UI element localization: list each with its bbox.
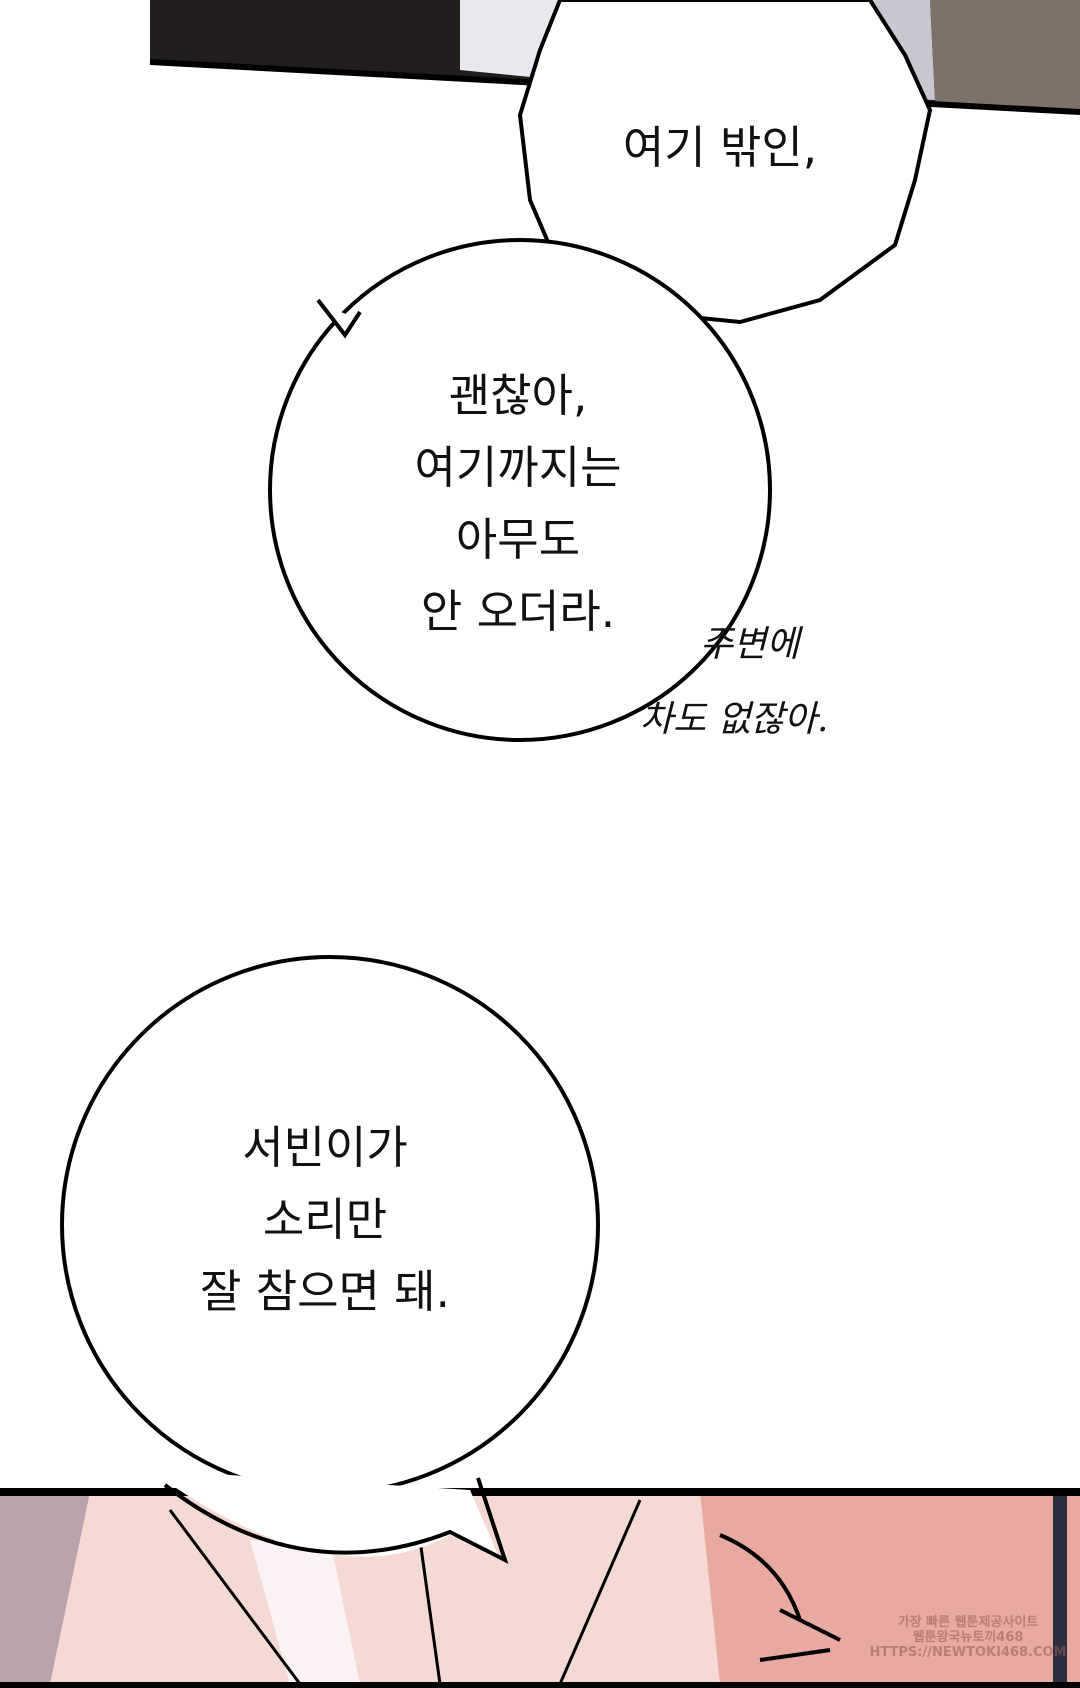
bubble-2-line-1: 괜찮아, bbox=[448, 369, 588, 422]
watermark: 가장 빠른 웹툰제공사이트 웹툰왕국뉴토끼468 HTTPS://NEWTOKI… bbox=[869, 1615, 1066, 1660]
bubble-2-line-4: 안 오더라. bbox=[420, 585, 616, 638]
bubble-2-line-2: 여기까지는 bbox=[414, 441, 622, 494]
speech-bubble-2 bbox=[268, 238, 772, 742]
bubble-3-line-1: 서빈이가 bbox=[242, 1121, 408, 1174]
watermark-line-1: 가장 빠른 웹툰제공사이트 bbox=[897, 1615, 1039, 1630]
bubble-3-line-3: 잘 참으면 돼. bbox=[200, 1265, 450, 1318]
watermark-line-3: HTTPS://NEWTOKI468.COM bbox=[869, 1645, 1067, 1660]
bottom-panel bbox=[0, 1470, 1080, 1688]
aside-line-2: 차도 없잖아. bbox=[640, 699, 829, 740]
speech-bubble-1 bbox=[517, 0, 933, 325]
bubble-1-text: 여기 밖인, bbox=[622, 121, 818, 174]
bubble-3-line-2: 소리만 bbox=[262, 1193, 388, 1246]
watermark-line-2: 웹툰왕국뉴토끼468 bbox=[912, 1630, 1024, 1645]
aside-line-1: 주변에 bbox=[700, 624, 800, 665]
bubble-2-line-3: 아무도 bbox=[455, 513, 581, 566]
